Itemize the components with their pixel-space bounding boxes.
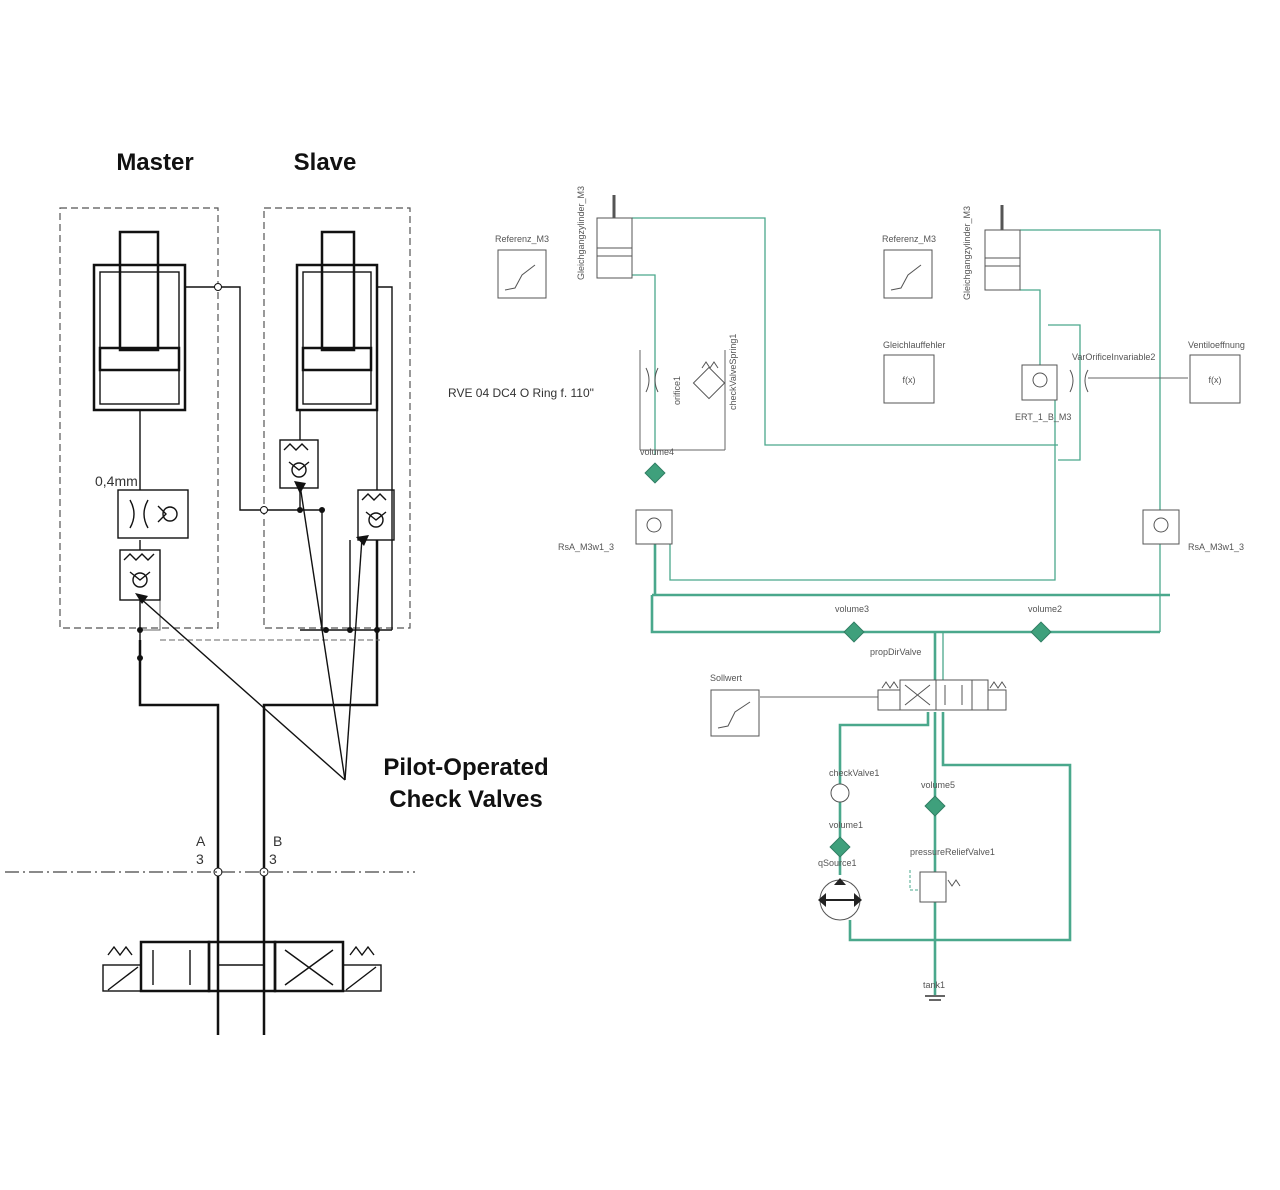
master-cylinder [92,230,187,412]
volume-right-node [924,795,946,817]
cyl-right-label: Gleichgangzylinder_M3 [962,206,972,300]
left-schematic: Master Slave [5,149,549,1035]
orifice-label: 0,4mm [95,473,138,489]
ert-label: ERT_1_B_M3 [1015,412,1071,422]
volume-top-label: volume4 [640,447,674,457]
volume-node-top [644,462,666,484]
volume3-label: volume3 [835,604,869,614]
check-valve-symbol [830,783,850,803]
slave-label: Slave [294,149,357,176]
ref-left-label: Referenz_M3 [495,234,549,244]
volume2-label: volume2 [1028,604,1062,614]
ref-right-label: Referenz_M3 [882,234,936,244]
cyl-left-label: Gleichgangzylinder_M3 [576,186,586,280]
ventil-block: Ventiloeffnung f(x) [1188,340,1245,404]
callout-line-1: Pilot-Operated [383,754,548,781]
right-simulation-model: Gleichgangzylinder_M3 Gleichgangzylinder… [448,186,1245,1001]
junction-dots [137,283,380,877]
sim-cylinder-right: Gleichgangzylinder_M3 [962,205,1021,300]
pilot-check-valve-master [119,549,161,601]
directional-valve-left [102,940,382,993]
prop-valve-label: propDirValve [870,647,921,657]
gleichlauf-block: Gleichlauffehler f(x) [883,340,945,404]
relief-label: pressureReliefValve1 [910,847,995,857]
check-valve-label: checkValve1 [829,768,879,778]
sollwert-label: Sollwert [710,673,743,683]
q-source-label: qSource1 [818,858,857,868]
tank: tank1 [923,980,945,1001]
callout-lines [135,481,369,781]
port-b-label: B [273,833,282,849]
volume1-label: volume1 [829,820,863,830]
ref-block-left: Referenz_M3 [495,234,549,299]
pilot-check-valve-slave-2 [357,489,395,541]
volume-right-label: volume5 [921,780,955,790]
var-orifice-label: VarOrificeInvariable2 [1072,352,1155,362]
pilot-check-valve-slave-1 [279,439,319,489]
orifice-left-label: orifice1 [672,376,682,405]
slave-enclosure [263,207,411,629]
ventil-label: Ventiloeffnung [1188,340,1245,350]
q-source-pump: qSource1 [818,858,862,921]
rve-block: orifice1 checkValveSpring1 [645,334,738,410]
pressure-relief-valve: pressureReliefValve1 [909,847,995,903]
rsa-valve-left: RsA_M3w1_3 [558,509,673,552]
master-label: Master [116,149,193,176]
tank-label: tank1 [923,980,945,990]
rsa-left-label: RsA_M3w1_3 [558,542,614,552]
prop-dir-valve: propDirValve [870,647,1007,711]
signal-wires [639,350,1188,698]
master-enclosure [59,207,219,629]
rsa-valve-right: RsA_M3w1_3 [1142,509,1244,552]
gleichlauf-value: f(x) [903,375,916,385]
green-pipes [632,217,1170,995]
ref-block-right: Referenz_M3 [882,234,936,299]
ventil-value: f(x) [1209,375,1222,385]
gleichlauf-label: Gleichlauffehler [883,340,945,350]
volume1-node [829,836,851,858]
slave-cylinder [295,230,379,412]
rve-label: RVE 04 DC4 O Ring f. 110" [448,386,594,400]
sim-cylinder-left: Gleichgangzylinder_M3 [576,186,633,280]
volume3-node [843,621,865,643]
port-a-label: A [196,833,206,849]
orifice-block: 0,4mm [95,473,189,539]
callout-line-2: Check Valves [389,786,542,813]
port-a-number: 3 [196,851,204,867]
spring-label: checkValveSpring1 [728,334,738,410]
rsa-right-label: RsA_M3w1_3 [1188,542,1244,552]
port-b-number: 3 [269,851,277,867]
sollwert-block: Sollwert [710,673,760,737]
ert-valve: VarOrificeInvariable2 ERT_1_B_M3 [1015,352,1155,422]
volume2-node [1030,621,1052,643]
